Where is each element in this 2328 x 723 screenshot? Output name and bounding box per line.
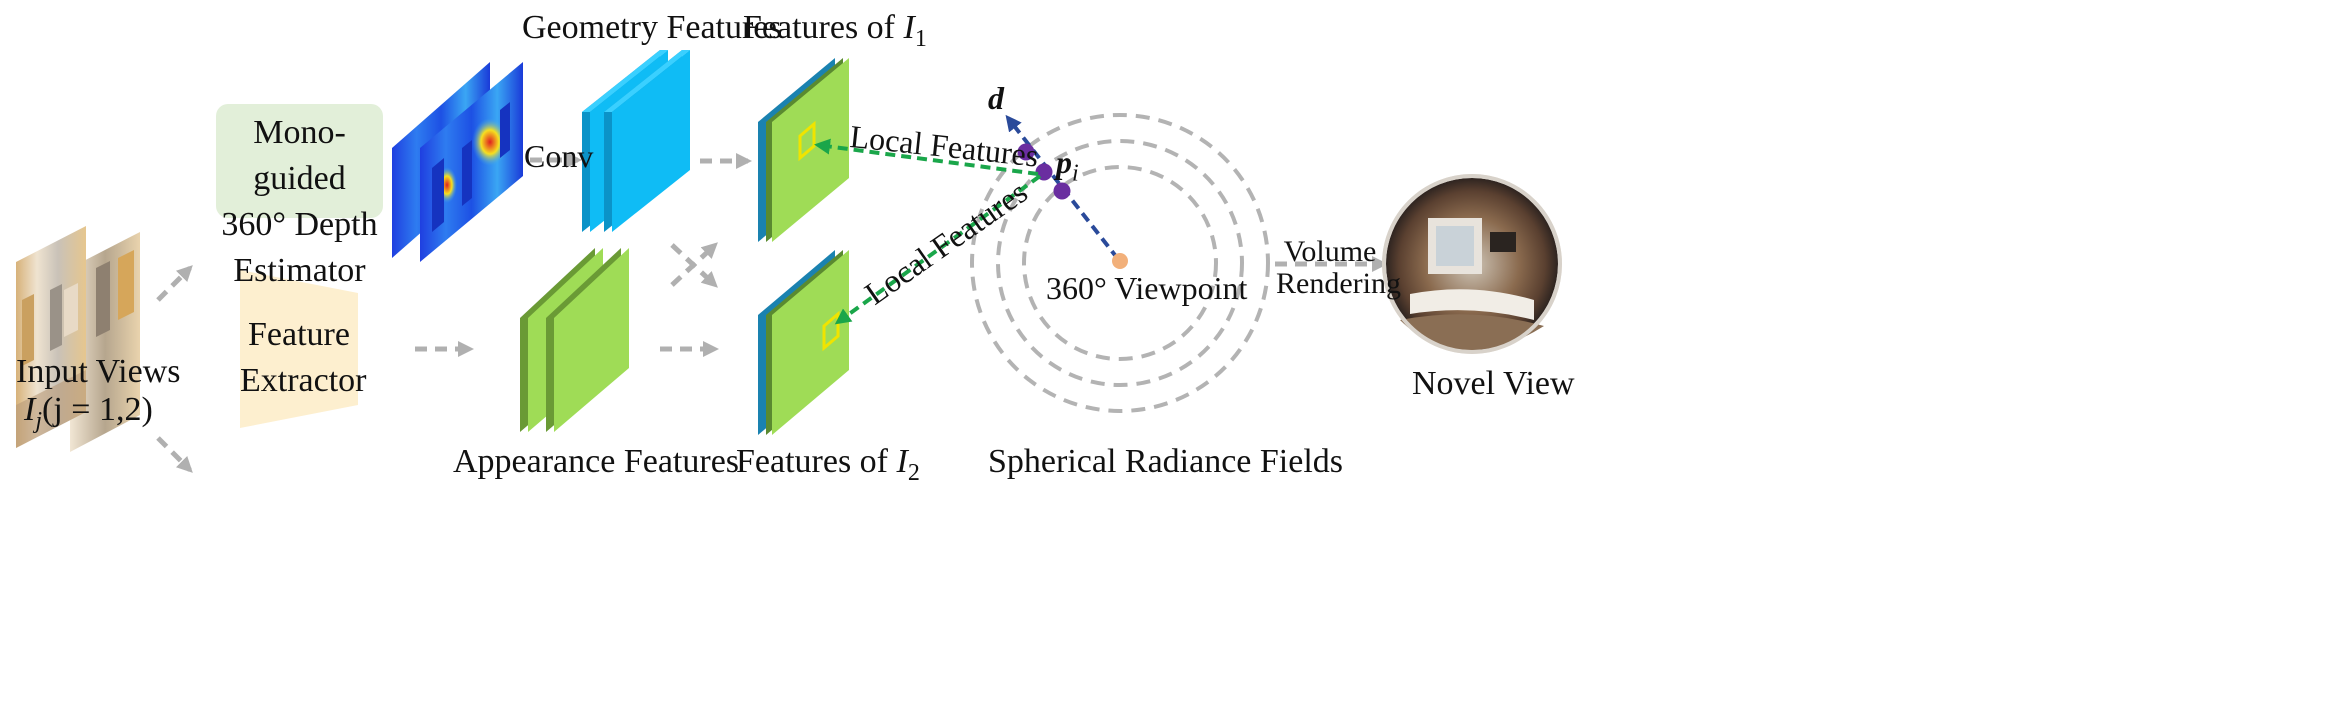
spherical-fields-label: Spherical Radiance Fields [988,443,1344,480]
feature-patch-i2 [822,310,840,352]
appearance-slab-2 [554,248,629,432]
appearance-feature-maps [520,248,629,432]
geometry-features-label: Geometry Features [522,9,782,46]
volume-rendering-line1: Volume [1283,235,1377,268]
sphere-outer [970,113,1270,413]
features-i1-text: Features of [743,9,896,46]
conv-label: Conv [524,138,594,174]
novel-view-label: Novel View [1412,365,1575,402]
features-i2-maps [758,250,849,435]
features-i1-symbol: I [903,9,915,46]
features-i1-maps [758,58,849,242]
features-i2-label: Features of I2 [736,442,920,487]
geometry-feature-maps [582,50,690,232]
sample-point-outer [1017,143,1035,161]
arrow-input-to-extractor [156,436,193,473]
feature-patch-i1 [798,120,816,162]
features-i2-symbol: I [896,443,908,480]
features-i2-text: Features of [736,443,889,480]
arrow-input-to-depth [156,265,193,302]
point-pi-label: pi [1056,144,1079,188]
input-views-images [16,226,140,452]
sphere-inner [1022,165,1218,361]
volume-rendering-label: Volume Rendering [1276,235,1401,300]
novel-view-image [1382,174,1562,354]
features-i2-front [772,250,849,435]
features-i1-subscript: 1 [914,25,927,52]
depth-estimator-label: Mono-guided 360° Depth Estimator [216,110,383,294]
arrow-cross-down [670,243,718,288]
depth-estimator-line1: Mono-guided [253,114,346,197]
features-i1-label: Features of I1 [743,8,927,53]
direction-symbol: d [988,80,1004,116]
input-views-label: Input Views [16,353,181,390]
sample-point-inner [1053,182,1071,200]
arrow-local-features-i1 [814,138,1039,176]
features-i2-subscript: 2 [907,459,920,486]
depth-estimator-line2: 360° Depth [221,206,378,243]
spherical-fields [970,113,1270,413]
point-subscript: i [1072,160,1079,187]
appearance-features-label: Appearance Features [453,443,740,480]
arrow-local-features-i2 [834,174,1042,325]
point-symbol: p [1056,144,1072,180]
input-views-formula: Ij(j = 1,2) [24,390,153,435]
input-views-symbol: I [24,391,36,428]
input-views-subscript: j [35,407,42,434]
depth-maps [392,62,523,262]
viewpoint-label: 360° Viewpoint [1046,270,1248,306]
feature-extractor-line1: Feature [248,316,350,353]
depth-estimator-box [216,104,383,218]
feature-extractor-box [240,270,358,428]
input-views-range: (j = 1,2) [42,391,153,428]
volume-rendering-line2: Rendering [1276,267,1401,300]
depth-estimator-line3: Estimator [233,252,366,289]
geometry-slab-2 [612,50,690,232]
feature-extractor-line2: Extractor [240,362,367,399]
sphere-middle [996,139,1244,387]
viewpoint-dot [1112,253,1128,269]
feature-extractor-label: Feature Extractor [240,312,367,404]
